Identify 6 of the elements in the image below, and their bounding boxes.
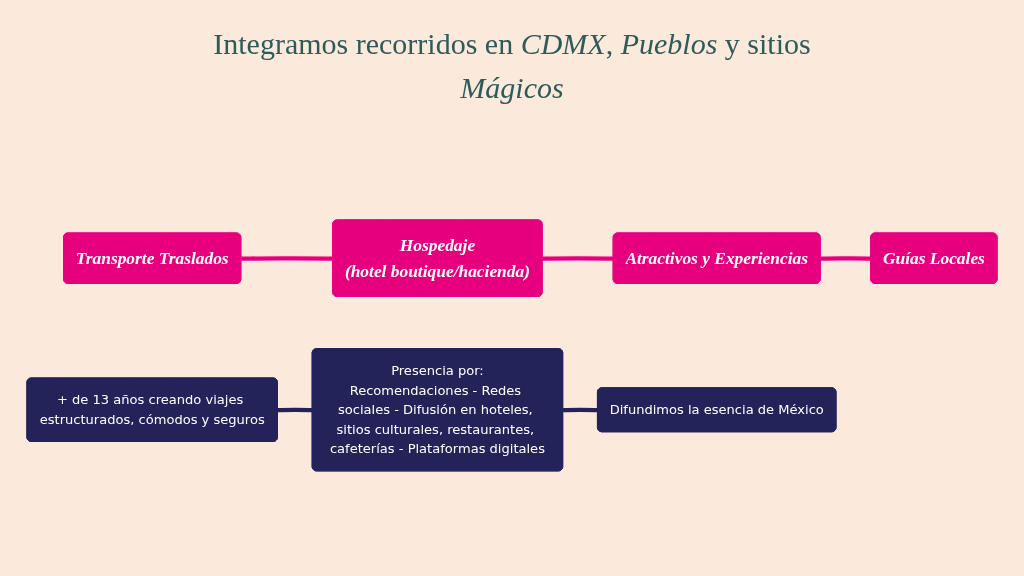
- connector: [241, 255, 334, 261]
- connector: [820, 255, 872, 261]
- connector: [563, 407, 598, 412]
- connector: [542, 255, 614, 261]
- connector: [277, 407, 313, 412]
- title: Integramos recorridos en CDMX, Pueblos y sitios Mágicos: [212, 26, 812, 106]
